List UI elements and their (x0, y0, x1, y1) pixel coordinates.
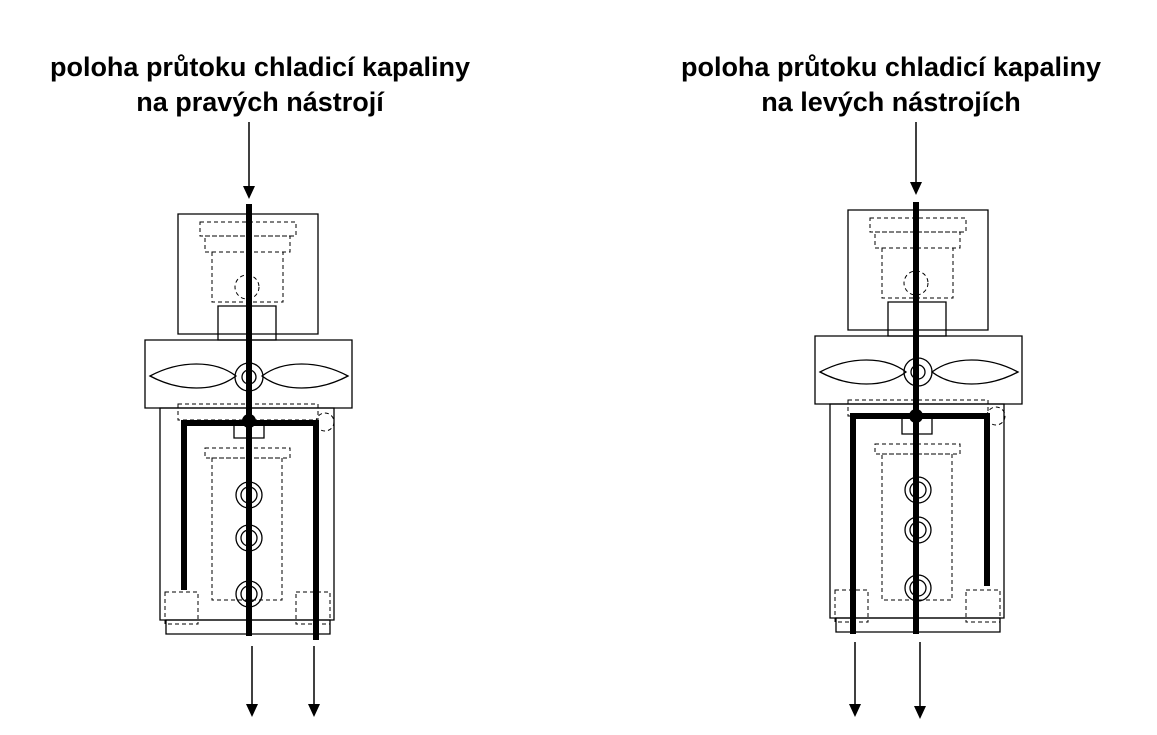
tool-holder-drawing-left-tools (814, 209, 1023, 633)
caption-right-tools: poloha průtoku chladicí kapaliny na prav… (20, 50, 500, 120)
caption-left-tools: poloha průtoku chladicí kapaliny na levý… (651, 50, 1131, 120)
coolant-arrows-right-tools (243, 122, 320, 717)
caption-line-2: na pravých nástrojí (136, 87, 384, 117)
tool-holder-drawing-right-tools (144, 213, 353, 635)
caption-line-1: poloha průtoku chladicí kapaliny (49, 52, 471, 82)
coolant-path-right-tools (181, 204, 319, 640)
coolant-arrows-left-tools (849, 122, 926, 719)
coolant-path-left-tools (850, 202, 990, 634)
caption-line-2: na levých nástrojích (761, 87, 1021, 117)
caption-line-1: poloha průtoku chladicí kapaliny (680, 52, 1102, 82)
